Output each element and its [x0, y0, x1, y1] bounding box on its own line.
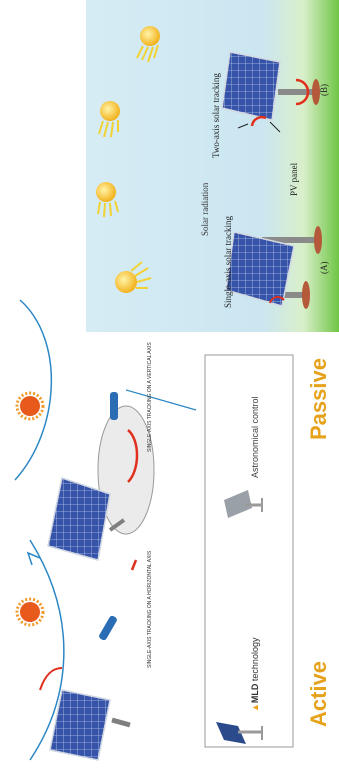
vertical-axis-label: SINGLE-AXIS TRACKING ON A VERTICAL AXIS: [147, 342, 153, 452]
horizontal-axis-tracker: [39, 615, 131, 761]
astronomical-control-label: Astronomical control: [250, 396, 260, 478]
two-axis-tracker: [221, 51, 320, 133]
tracking-diagram: Solar radiation Single-axis solar tracki…: [86, 0, 339, 332]
sun-path-arc: [29, 539, 65, 761]
single-axis-tracker: [225, 226, 322, 309]
astronomical-panel-icon: [224, 490, 263, 518]
tracking-illustration: SINGLE-AXIS TRACKING ON A HORIZONTAL AXI…: [14, 299, 197, 761]
mld-panel-icon: [216, 722, 263, 744]
label-b: (B): [319, 84, 329, 96]
label-a: (A): [319, 262, 329, 275]
passive-title: Passive: [306, 358, 331, 440]
two-axis-label: Two-axis solar tracking: [211, 73, 221, 158]
vertical-axis-tracker: [47, 392, 155, 571]
active-title: Active: [306, 661, 331, 727]
horizontal-axis-label: SINGLE-AXIS TRACKING ON A HORIZONTAL AXI…: [147, 550, 153, 668]
single-axis-label: Single-axis solar tracking: [223, 216, 233, 308]
sun-icon: [115, 261, 152, 293]
mld-prefix: MLD: [250, 683, 260, 703]
solar-radiation-label: Solar radiation: [200, 182, 210, 236]
sun-icon: [15, 597, 45, 627]
pv-panel-label: PV panel: [289, 162, 299, 196]
technology-box: [204, 354, 294, 748]
sun-icon: [98, 101, 120, 138]
mld-suffix: technology: [250, 637, 260, 684]
sun-path-arc: [14, 299, 53, 481]
active-passive-panel: ▲MLD technology Astronomical control Act…: [204, 354, 331, 748]
sun-icon: [15, 391, 45, 421]
sun-icon: [96, 182, 119, 218]
sun-icon: [136, 26, 160, 63]
mld-technology-label: ▲MLD technology: [250, 637, 260, 712]
